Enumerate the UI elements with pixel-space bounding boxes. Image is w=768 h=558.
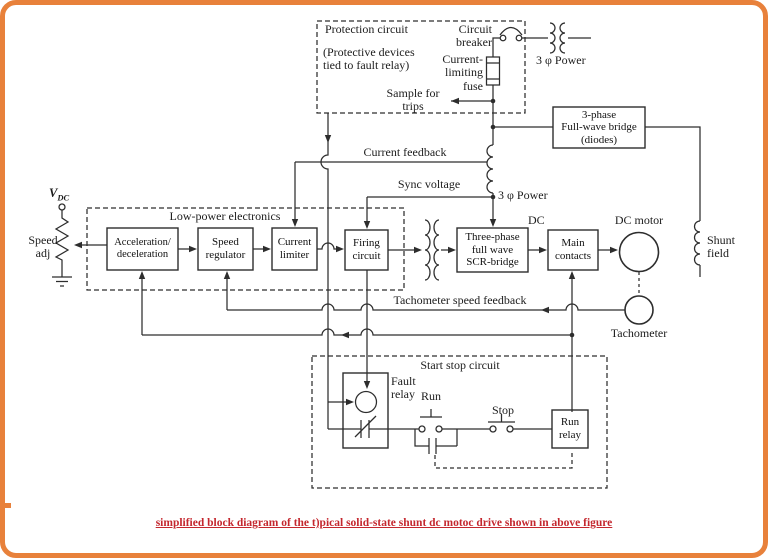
power-transformer-icon — [549, 22, 591, 54]
holding-contact-icon — [414, 429, 458, 454]
tachometer-icon — [624, 295, 654, 325]
shunt-field-coil-icon — [693, 220, 701, 277]
dc-label: DC — [528, 213, 545, 227]
current-limiter-block-label: Current limiter — [277, 236, 312, 261]
current-feedback-wire — [294, 161, 487, 220]
fuse-label: Current- limiting fuse — [442, 52, 483, 93]
fault-relay-coil-icon — [354, 390, 378, 414]
protection-title: Protection circuit — [325, 22, 408, 36]
fault-relay-label: Fault relay — [391, 374, 416, 402]
diagram-canvas — [52, 20, 701, 489]
run-label: Run — [420, 389, 441, 403]
accel-decel-block-label: Acceleration/ deceleration — [114, 236, 171, 260]
main-contacts-block-label: Main contacts — [554, 237, 592, 262]
fault-nc-contact-icon — [328, 415, 419, 438]
circuit-breaker-icon — [499, 26, 523, 42]
shunt-field-label: Shunt field — [707, 233, 736, 261]
low-power-electronics-box — [86, 207, 405, 291]
tachometer-label: Tachometer — [610, 326, 668, 340]
dc-motor-icon — [618, 231, 660, 273]
diode-bridge-out-wire — [645, 126, 701, 221]
run-pushbutton-icon — [418, 409, 443, 433]
border-tick-mark — [5, 503, 11, 508]
relay-mech-link — [434, 450, 573, 469]
sample-for-trips-label: Sample for trips — [386, 86, 440, 114]
current-limiting-fuse-icon — [485, 56, 501, 86]
circuit-breaker-label: Circuit breaker — [456, 22, 492, 50]
figure-caption: simplified block diagram of the t)pical … — [155, 517, 613, 529]
diode-bridge-block-label: 3-phase Full-wave bridge (diodes) — [561, 108, 637, 146]
start-stop-circuit-box — [311, 355, 608, 489]
current-transformer-coil-icon — [486, 144, 494, 194]
ground-icon — [52, 276, 72, 287]
pulse-transformer-icon — [424, 219, 440, 281]
current-feedback-label: Current feedback — [363, 145, 447, 159]
power-mid-label: 3 φ Power — [498, 188, 548, 202]
protection-note: (Protective devices tied to fault relay) — [323, 45, 415, 73]
junction-dots — [490, 98, 575, 338]
run-relay-block-label: Run relay — [559, 416, 581, 441]
protection-circuit-box — [316, 20, 526, 114]
firing-circuit-block-label: Firing circuit — [352, 237, 381, 262]
speed-regulator-block-label: Speed regulator — [205, 236, 246, 261]
sync-voltage-label: Sync voltage — [397, 177, 461, 191]
tach-feedback-label: Tachometer speed feedback — [393, 293, 527, 307]
fault-relay-block — [342, 372, 389, 449]
stop-label: Stop — [491, 403, 514, 417]
breaker-to-fuse-wire — [492, 37, 500, 57]
dc-motor-label: DC motor — [614, 213, 664, 227]
sync-voltage-wire — [366, 196, 493, 222]
scr-bridge-block-label: Three-phase full wave SCR-bridge — [465, 231, 520, 269]
low-power-title: Low-power electronics — [169, 209, 281, 223]
start-stop-title: Start stop circuit — [420, 358, 500, 372]
low-power-chain-wires — [178, 242, 337, 250]
speed-adj-potentiometer-icon — [52, 203, 72, 287]
power-top-label: 3 φ Power — [536, 53, 586, 67]
vdc-label: VDC — [49, 186, 70, 203]
arrowheads — [74, 97, 618, 406]
speed-adj-label: Speed adj — [28, 233, 58, 261]
protection-to-fault-wire — [320, 113, 329, 429]
